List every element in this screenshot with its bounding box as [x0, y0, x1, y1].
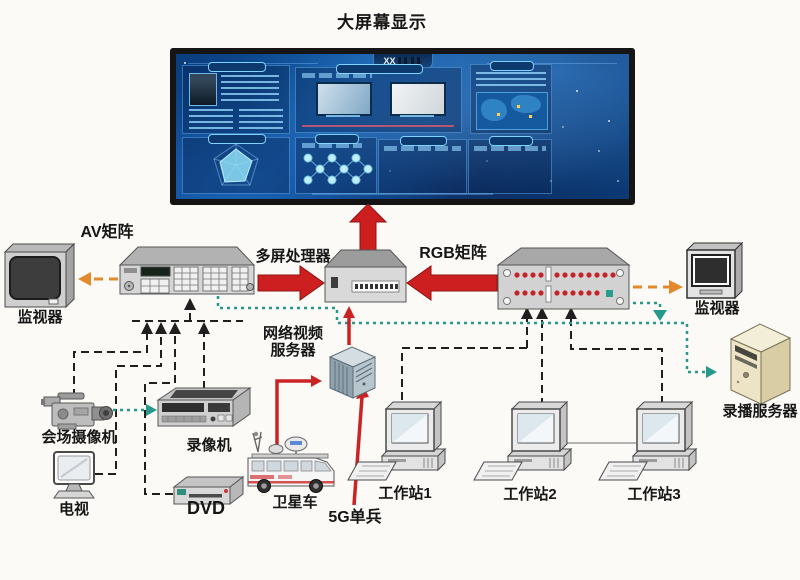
av-matrix-icon [118, 246, 256, 295]
network-graph [303, 153, 373, 185]
diagram-title: 大屏幕显示 [337, 13, 427, 32]
arrowhead [141, 322, 153, 334]
panel-title-pill [399, 136, 448, 146]
workstation1-icon [347, 400, 447, 481]
panel-title-pill [208, 62, 266, 72]
label-workstation2: 工作站2 [503, 486, 557, 503]
big-screen-display: XX [170, 48, 635, 205]
video-caption-2 [400, 115, 434, 121]
arrowhead-teal [706, 366, 717, 378]
network-video-server-icon [328, 346, 377, 399]
radar-panel [182, 134, 290, 194]
arrowhead [184, 298, 196, 310]
satellite-van-icon [247, 431, 335, 493]
label-recording-server: 录播服务器 [722, 403, 798, 420]
label-venue-camera: 会场摄像机 [41, 429, 117, 446]
rgb-matrix-icon [496, 247, 631, 310]
arrowhead [521, 307, 533, 319]
arrowhead [536, 307, 548, 319]
dashboard-title-text: XX [383, 55, 396, 66]
arrowhead [155, 322, 167, 334]
graph-tabs [302, 143, 362, 148]
arrow-5g-to-server [352, 396, 364, 506]
panel-title-pill [208, 134, 266, 144]
status-toolbar-1 [384, 146, 461, 151]
arrowhead-orange [78, 272, 91, 286]
network-rgb-branch [626, 301, 662, 309]
label-multi-processor: 多屏处理器 [255, 248, 331, 265]
video-tabs [302, 73, 372, 78]
panel-title-pill [488, 136, 534, 146]
radar-chart [213, 143, 259, 186]
label-workstation1: 工作站1 [378, 485, 432, 502]
arrowhead [169, 322, 181, 334]
panel-title-pill [490, 61, 534, 71]
multi-screen-processor-icon [323, 249, 408, 303]
crt-monitor-left-icon [3, 242, 76, 309]
info-rows [476, 72, 546, 88]
arrowhead-red [343, 306, 355, 318]
arrow-rgb-to-processor [406, 265, 498, 301]
censored-text [410, 56, 422, 66]
cable-tv-to-bus [95, 333, 162, 475]
recording-server-icon [729, 323, 792, 405]
tv-icon [53, 451, 95, 499]
label-tv: 电视 [58, 501, 89, 518]
label-workstation3: 工作站3 [627, 486, 681, 503]
label-monitor-right: 监视器 [694, 300, 740, 317]
arrowhead-teal [653, 310, 667, 321]
mini-map [476, 92, 548, 130]
label-monitor-left: 监视器 [17, 309, 63, 326]
arrow-av-to-processor [257, 265, 325, 301]
label-network-video-server: 网络视频 服务器 [256, 325, 330, 359]
dashboard-footer-line [311, 193, 494, 195]
label-vcr: 录像机 [186, 437, 232, 454]
cable-ws3-to-rgb [570, 318, 663, 404]
cable-dvd-to-bus [144, 333, 176, 495]
status-panel-1 [378, 136, 467, 194]
label-5g-soldier: 5G单兵 [328, 509, 382, 526]
label-nvs-line2: 服务器 [270, 342, 316, 359]
person-info-panel [182, 62, 290, 134]
person-detail-left [189, 109, 233, 129]
status-toolbar-2 [474, 146, 546, 151]
video-progress-line [302, 125, 454, 127]
dvd-player-icon [172, 475, 245, 506]
label-dvd: DVD [186, 498, 225, 518]
label-av-matrix: AV矩阵 [80, 224, 134, 241]
status-panel-2 [468, 136, 552, 194]
label-rgb-matrix: RGB矩阵 [419, 245, 487, 262]
star-dots [184, 62, 186, 64]
arrowhead-red [311, 375, 322, 387]
cable-ws1-to-rgb [401, 318, 528, 404]
person-photo [189, 73, 217, 106]
vcr-icon [156, 387, 252, 427]
person-detail-right [239, 109, 283, 129]
workstation3-icon [598, 400, 698, 481]
workstation2-icon [473, 400, 573, 481]
arrow-van-to-server [275, 379, 311, 452]
label-nvs-line1: 网络视频 [262, 325, 323, 342]
arrowhead-teal [146, 404, 157, 416]
censored-text [397, 56, 409, 66]
relation-graph-panel [295, 134, 377, 194]
info-map-panel [470, 61, 552, 134]
panel-title-pill [335, 64, 424, 74]
arrowhead [198, 322, 210, 334]
crt-monitor-right-icon [685, 241, 744, 300]
label-satellite-van: 卫星车 [272, 494, 318, 511]
arrow-processor-to-screen [348, 203, 388, 251]
arrowhead [565, 307, 577, 319]
cable-camera-to-bus [73, 333, 148, 397]
venue-camera-icon [41, 392, 113, 430]
dashboard: XX [176, 54, 629, 199]
person-fields [221, 75, 279, 103]
video-monitor-panel [295, 64, 462, 133]
arrowhead-orange [669, 280, 683, 294]
video-caption-1 [326, 115, 360, 121]
